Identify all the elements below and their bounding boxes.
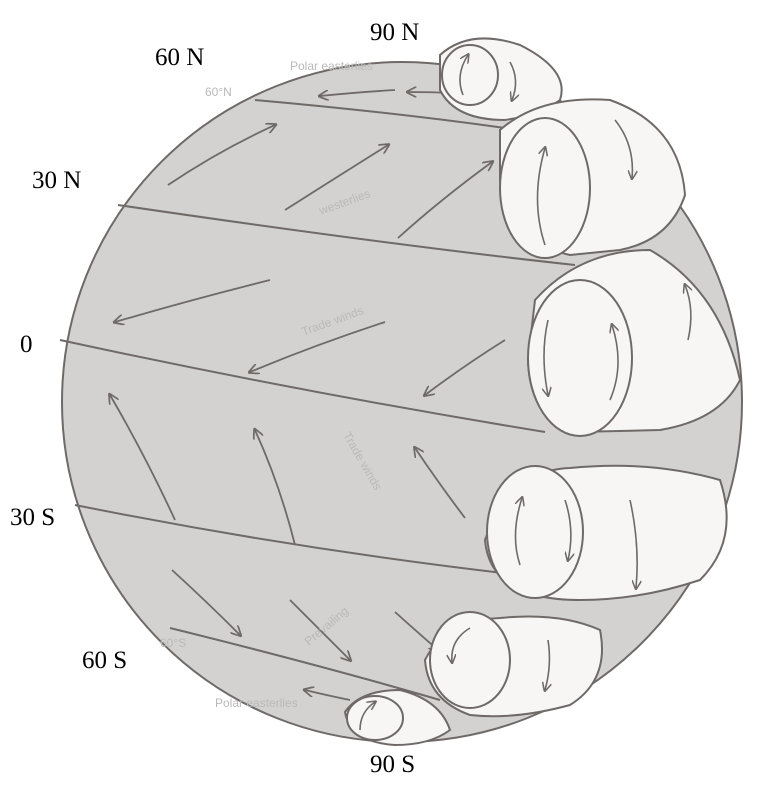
label-30n: 30 N <box>32 168 81 193</box>
faint-polar-easterlies-south: Polar easterlies <box>215 697 298 709</box>
polar-cell-north-opening <box>442 45 498 105</box>
label-equator: 0 <box>20 332 33 357</box>
ferrel-cell-south-opening <box>430 612 510 708</box>
faint-60n: 60°N <box>205 86 232 98</box>
hadley-cell-south-opening <box>487 466 583 598</box>
label-90n: 90 N <box>370 20 419 45</box>
label-60n: 60 N <box>155 45 204 70</box>
faint-60s: 60°S <box>160 637 186 649</box>
label-30s: 30 S <box>10 505 55 530</box>
faint-polar-easterlies-north: Polar easterlies <box>290 60 373 72</box>
label-60s: 60 S <box>82 648 127 673</box>
ferrel-cell-north-opening <box>500 118 590 258</box>
label-90s: 90 S <box>370 752 415 777</box>
